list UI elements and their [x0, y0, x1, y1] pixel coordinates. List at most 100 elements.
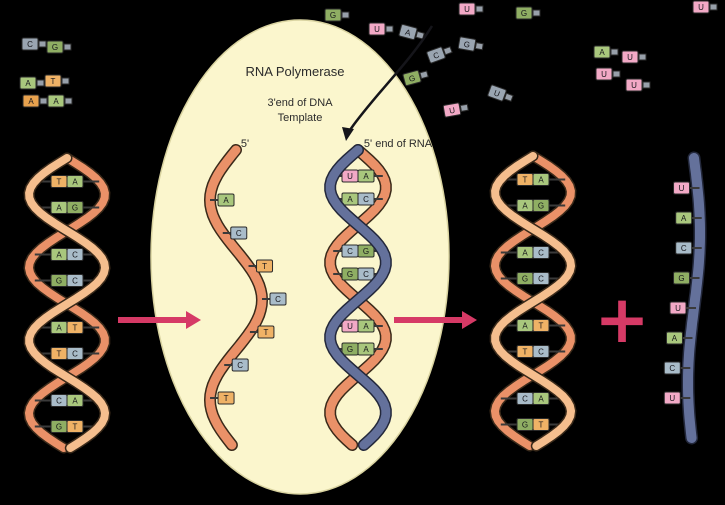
base-letter: A [25, 79, 31, 88]
base-letter: T [51, 77, 56, 86]
base-letter: A [72, 178, 78, 187]
base-letter: C [275, 295, 281, 304]
base-letter: C [236, 229, 242, 238]
phosphate-tail [38, 40, 47, 48]
base-letter: C [72, 350, 78, 359]
label-3end-dna-template-line1: 3'end of DNA [267, 97, 333, 109]
base-A [66, 175, 84, 188]
free-nucleotide: U [625, 78, 651, 92]
free-nucleotide: G [402, 69, 429, 87]
base-letter: C [56, 397, 62, 406]
base-letter: U [493, 88, 502, 99]
base-letter: C [237, 361, 243, 370]
base-letter: G [521, 9, 527, 18]
base-G [357, 244, 375, 258]
base-C [21, 37, 39, 51]
base-C [66, 274, 84, 287]
base-letter: A [28, 97, 34, 106]
base-letter: T [539, 421, 544, 430]
free-nucleotide: G [457, 36, 484, 52]
free-nucleotide: A [19, 76, 45, 90]
base-letter: U [374, 25, 380, 34]
base-U [625, 78, 643, 92]
free-nucleotide: U [458, 2, 484, 16]
phosphate-tail [385, 25, 394, 33]
base-A [66, 394, 84, 407]
free-nucleotide: A [22, 94, 48, 108]
base-A [22, 94, 40, 108]
base-T [66, 420, 84, 433]
base-letter: G [72, 204, 78, 213]
base-letter: U [698, 3, 704, 12]
base-letter: U [601, 70, 607, 79]
base-A [665, 331, 683, 345]
base-G [324, 8, 342, 22]
base-U [595, 67, 613, 81]
base-G [532, 199, 550, 212]
base-letter: G [538, 202, 544, 211]
base-letter: A [599, 48, 605, 57]
base-letter: C [363, 195, 369, 204]
arrow-dna-to-polymerase [118, 311, 201, 329]
base-letter: U [679, 184, 685, 193]
base-T [66, 321, 84, 334]
phosphate-tail [419, 70, 429, 80]
phosphate-tail [642, 81, 651, 89]
base-letter: A [672, 334, 678, 343]
phosphate-tail [709, 3, 718, 11]
phosphate-tail [442, 46, 453, 56]
base-letter: A [56, 251, 62, 260]
base-letter: G [363, 247, 369, 256]
base-letter: T [57, 178, 62, 187]
rna-5end-pointer-arrow [342, 25, 434, 141]
free-nucleotide: G [324, 8, 350, 22]
base-A [532, 173, 550, 186]
base-letter: C [347, 247, 353, 256]
base-G [515, 6, 533, 20]
strand [325, 145, 391, 450]
base-letter: A [223, 196, 229, 205]
base-C [66, 347, 84, 360]
phosphate-tail [475, 5, 484, 13]
base-letter: A [681, 214, 687, 223]
base-letter: T [262, 262, 267, 271]
base-U [669, 301, 687, 315]
base-letter: U [675, 304, 681, 313]
free-nucleotide: U [487, 84, 514, 102]
free-nucleotide: A [47, 94, 73, 108]
base-letter: G [347, 270, 353, 279]
phosphate-tail [459, 103, 469, 112]
label-3end-dna-template-line2: Template [278, 112, 323, 124]
base-T [257, 325, 275, 339]
base-A [532, 392, 550, 405]
base-A [47, 94, 65, 108]
base-letter: C [522, 395, 528, 404]
base-letter: A [522, 322, 528, 331]
base-A [19, 76, 37, 90]
base-T [532, 418, 550, 431]
base-letter: A [404, 28, 412, 38]
free-nucleotide: G [46, 40, 72, 54]
base-U [673, 181, 691, 195]
base-letter: U [464, 5, 470, 14]
phosphate-tail [532, 9, 541, 17]
base-letter: U [448, 106, 455, 116]
label-rna-polymerase: RNA Polymerase [246, 64, 345, 79]
base-letter: C [538, 348, 544, 357]
base-letter: A [538, 176, 544, 185]
base-letter: U [347, 322, 353, 331]
base-letter: T [73, 324, 78, 333]
phosphate-tail [638, 53, 647, 61]
base-C [532, 272, 550, 285]
phosphate-tail [36, 79, 45, 87]
base-U [487, 84, 507, 102]
plus-sign: + [594, 281, 649, 358]
base-G [46, 40, 64, 54]
base-A [357, 342, 375, 356]
free-nucleotide: G [515, 6, 541, 20]
base-letter: A [538, 395, 544, 404]
arrow-head [342, 127, 354, 141]
free-nucleotide: U [595, 67, 621, 81]
base-A [593, 45, 611, 59]
